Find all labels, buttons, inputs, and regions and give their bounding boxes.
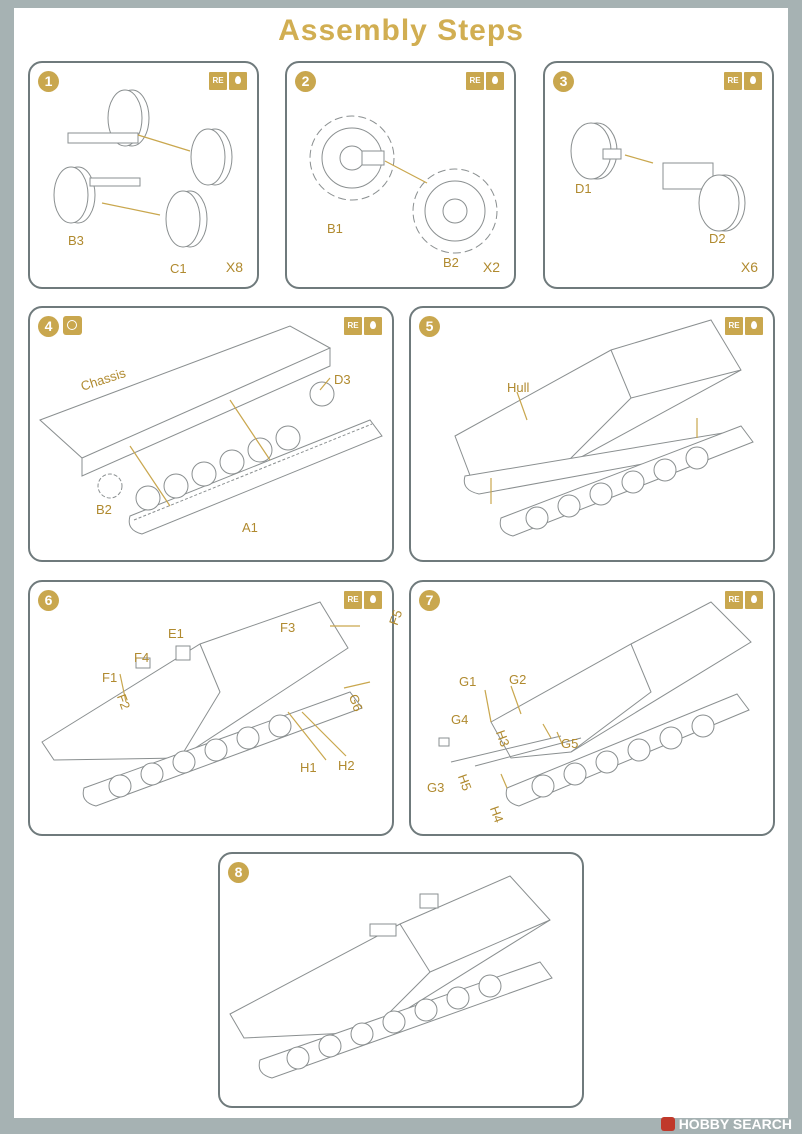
part-label: B3 bbox=[68, 233, 84, 248]
re-badge: RE bbox=[344, 591, 362, 609]
re-badge: RE bbox=[724, 72, 742, 90]
step-number: 1 bbox=[38, 71, 59, 92]
part-label: B2 bbox=[443, 255, 459, 270]
re-badge: RE bbox=[725, 591, 743, 609]
part-label: G2 bbox=[509, 672, 527, 687]
part-label: A1 bbox=[242, 520, 258, 535]
part-label: D2 bbox=[709, 231, 726, 246]
glue-drop-icon bbox=[745, 317, 763, 335]
part-label: C1 bbox=[170, 261, 187, 276]
part-label: G1 bbox=[459, 674, 477, 689]
wheel-assembly-drawing bbox=[53, 89, 233, 248]
watermark-logo: HOBBY SEARCH bbox=[660, 1116, 792, 1132]
part-label: B2 bbox=[96, 502, 112, 517]
step-number: 4 bbox=[38, 316, 59, 337]
completed-model-drawing bbox=[229, 875, 553, 1079]
step-number: 2 bbox=[295, 71, 316, 92]
hull-drawing bbox=[454, 319, 754, 537]
step-1-panel: 1 RE B3 C1 X8 bbox=[28, 61, 259, 289]
step-number: 6 bbox=[38, 590, 59, 611]
glue-drop-icon bbox=[486, 72, 504, 90]
step-number: 5 bbox=[419, 316, 440, 337]
badge-group: RE bbox=[724, 72, 762, 90]
part-label: F4 bbox=[134, 650, 150, 665]
quantity-label: X2 bbox=[482, 259, 500, 275]
part-label: F3 bbox=[280, 620, 296, 635]
page-title: Assembly Steps bbox=[278, 14, 524, 47]
rotate-icon bbox=[63, 316, 82, 335]
step-2-panel: 2 RE B1 B2 X2 bbox=[285, 61, 516, 289]
step-5-panel: 5 RE Hull bbox=[409, 306, 775, 562]
sprocket-assembly-drawing bbox=[309, 115, 498, 254]
quantity-label: X8 bbox=[225, 259, 243, 275]
step-4-panel: 4 RE Chassis D3 B2 A1 bbox=[28, 306, 394, 562]
watermark-text: HOBBY SEARCH bbox=[678, 1116, 792, 1132]
roller-assembly-drawing bbox=[570, 122, 746, 232]
chassis-drawing bbox=[39, 325, 383, 535]
quantity-label: X6 bbox=[740, 259, 758, 275]
part-label: G3 bbox=[427, 780, 445, 795]
glue-drop-icon bbox=[364, 317, 382, 335]
part-label: B1 bbox=[327, 221, 343, 236]
glue-drop-icon bbox=[364, 591, 382, 609]
part-label: E1 bbox=[168, 626, 184, 641]
part-label: H2 bbox=[338, 758, 355, 773]
re-badge: RE bbox=[466, 72, 484, 90]
step-number: 3 bbox=[553, 71, 574, 92]
glue-drop-icon bbox=[229, 72, 247, 90]
part-label: D1 bbox=[575, 181, 592, 196]
re-badge: RE bbox=[344, 317, 362, 335]
re-badge: RE bbox=[725, 317, 743, 335]
hobby-search-logo-icon bbox=[660, 1117, 675, 1131]
badge-group: RE bbox=[344, 317, 382, 335]
badge-group: RE bbox=[725, 317, 763, 335]
step-8-panel: 8 bbox=[218, 852, 584, 1108]
re-badge: RE bbox=[209, 72, 227, 90]
part-label: G5 bbox=[561, 736, 579, 751]
badge-group: RE bbox=[209, 72, 247, 90]
glue-drop-icon bbox=[744, 72, 762, 90]
glue-drop-icon bbox=[745, 591, 763, 609]
step-6-panel: 6 RE F5 F3 E1 F4 F1 F2 G6 H1 H2 bbox=[28, 580, 405, 836]
part-label: D3 bbox=[334, 372, 351, 387]
step-7-panel: 7 RE G1 G2 G4 H3 G5 G3 H5 H4 bbox=[409, 580, 775, 836]
badge-group: RE bbox=[725, 591, 763, 609]
hull-fittings-drawing bbox=[438, 601, 752, 807]
badge-group: RE bbox=[344, 591, 382, 609]
part-label: H1 bbox=[300, 760, 317, 775]
hull-details-drawing bbox=[41, 601, 371, 807]
part-label: G4 bbox=[451, 712, 469, 727]
step-number: 7 bbox=[419, 590, 440, 611]
part-label: Hull bbox=[507, 380, 530, 395]
part-label: F1 bbox=[102, 670, 118, 685]
step-number: 8 bbox=[228, 862, 249, 883]
step-3-panel: 3 RE D1 D2 X6 bbox=[543, 61, 774, 289]
badge-group: RE bbox=[466, 72, 504, 90]
